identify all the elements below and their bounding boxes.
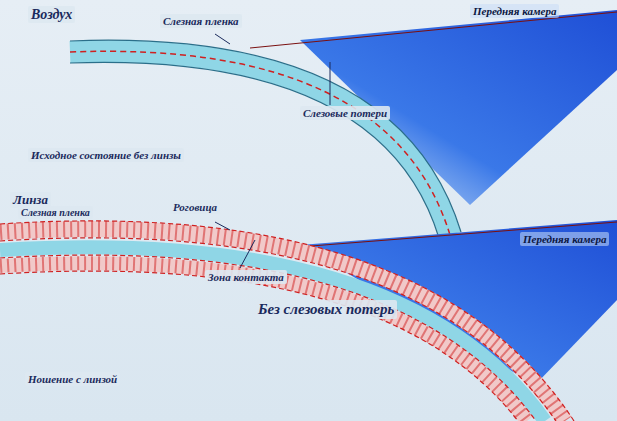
part-label: Передняя камера [470, 4, 559, 18]
lens-band [0, 263, 527, 421]
part-label: Передняя камера [520, 232, 609, 246]
leader-line [215, 222, 230, 230]
cornea-edge [70, 40, 461, 232]
lens-band [0, 229, 565, 421]
leader-line [240, 240, 255, 268]
cornea-band [0, 247, 545, 421]
cornea-band [70, 51, 450, 235]
tear-film-line [70, 51, 450, 235]
panel-caption: Ношение с линзой [25, 372, 120, 386]
lens-edge [0, 238, 556, 421]
lens-edge [0, 255, 536, 421]
panel-note: Без слезовых потерь [255, 300, 397, 319]
part-label: Слезная пленка [160, 14, 242, 28]
part-label: Зона контакта [205, 270, 287, 284]
chamber-region [300, 10, 617, 205]
panel-title: Воздух [28, 6, 75, 23]
panel-caption: Исходное состояние без линзы [28, 148, 184, 162]
leader-line [215, 34, 230, 44]
lens-hatch [0, 229, 565, 421]
part-label: Слезная пленка [18, 206, 93, 219]
lens-edge [0, 221, 574, 421]
part-label: Роговица [170, 200, 220, 214]
leader-line [330, 62, 331, 105]
part-label: Слезовые потери [300, 106, 390, 120]
lens-edge [0, 271, 518, 421]
boundary-line [250, 12, 617, 48]
lens-hatch [0, 263, 527, 421]
